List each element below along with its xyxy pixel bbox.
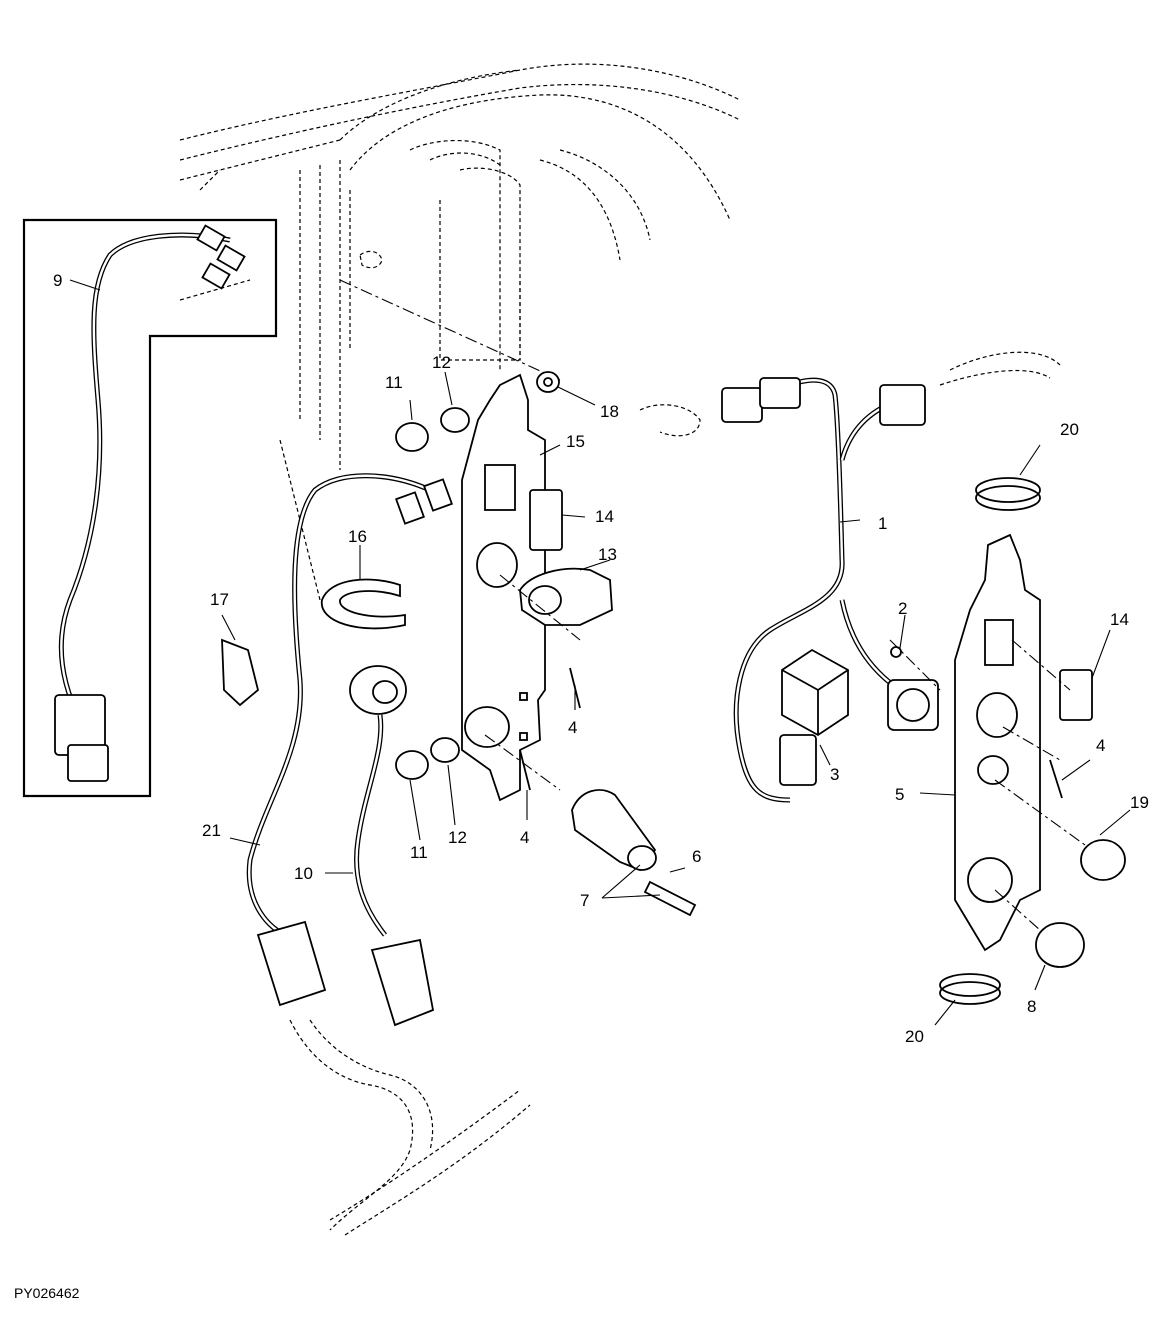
callout-11-bottom: 11 <box>410 843 428 862</box>
callout-19: 19 <box>1130 793 1149 812</box>
callout-17: 17 <box>210 590 229 609</box>
callout-21: 21 <box>202 821 221 840</box>
terminal-6 <box>643 880 697 917</box>
clip-17 <box>221 638 260 707</box>
harness-10 <box>349 665 435 1027</box>
screw-4-c <box>1049 759 1063 799</box>
callout-7: 7 <box>580 891 589 910</box>
plug-8 <box>1035 922 1085 968</box>
cap-11-top <box>395 422 429 452</box>
leader-lines <box>69 279 1131 1026</box>
cap-11-bottom <box>395 750 429 780</box>
relay-3 <box>781 648 849 737</box>
callout-12-top: 12 <box>432 353 451 372</box>
callout-13: 13 <box>598 545 617 564</box>
right-mounting-plate-5 <box>954 533 1041 952</box>
assembly-lines <box>484 574 1086 931</box>
callout-20-bottom: 20 <box>905 1027 924 1046</box>
callout-6: 6 <box>692 847 701 866</box>
cover-14-left <box>529 489 563 551</box>
callout-8: 8 <box>1027 997 1036 1016</box>
left-mounting-plate <box>461 373 546 802</box>
callout-15: 15 <box>566 432 585 451</box>
callout-16: 16 <box>348 527 367 546</box>
clamp-20-bottom <box>939 973 1001 1005</box>
inset-harness-9 <box>22 218 278 798</box>
callout-4-c: 4 <box>1096 736 1105 755</box>
callout-9: 9 <box>53 271 62 290</box>
callout-labels: 1 2 3 4 4 4 5 6 7 8 9 10 11 11 12 12 13 … <box>53 271 1149 1046</box>
callout-10: 10 <box>294 864 313 883</box>
callout-14-left: 14 <box>595 507 614 526</box>
figure-id: PY026462 <box>14 1285 80 1301</box>
connector-2 <box>887 646 939 731</box>
callout-14-right: 14 <box>1110 610 1129 629</box>
callout-11-top: 11 <box>385 373 403 392</box>
callout-18: 18 <box>600 402 619 421</box>
nut-12-top <box>440 407 470 433</box>
nut-12-bottom <box>430 737 460 763</box>
clip-16 <box>321 578 406 630</box>
callout-20-top: 20 <box>1060 420 1079 439</box>
socket-13 <box>519 567 613 626</box>
harness-1 <box>721 377 926 803</box>
cover-14-right <box>1059 669 1093 721</box>
plug-7 <box>571 789 657 872</box>
assembly-line-18 <box>339 279 561 381</box>
callout-1: 1 <box>878 514 887 533</box>
callout-3: 3 <box>830 765 839 784</box>
harness-21 <box>246 473 453 1007</box>
callout-4-b: 4 <box>520 828 529 847</box>
callout-2: 2 <box>898 599 907 618</box>
clamp-20-top <box>975 477 1041 511</box>
screw-4-b <box>519 749 531 791</box>
callout-5: 5 <box>895 785 904 804</box>
plug-19 <box>1080 839 1126 881</box>
callout-4-a: 4 <box>568 718 577 737</box>
cab-frame-ghost <box>179 63 1061 1236</box>
callout-12-bottom: 12 <box>448 828 467 847</box>
